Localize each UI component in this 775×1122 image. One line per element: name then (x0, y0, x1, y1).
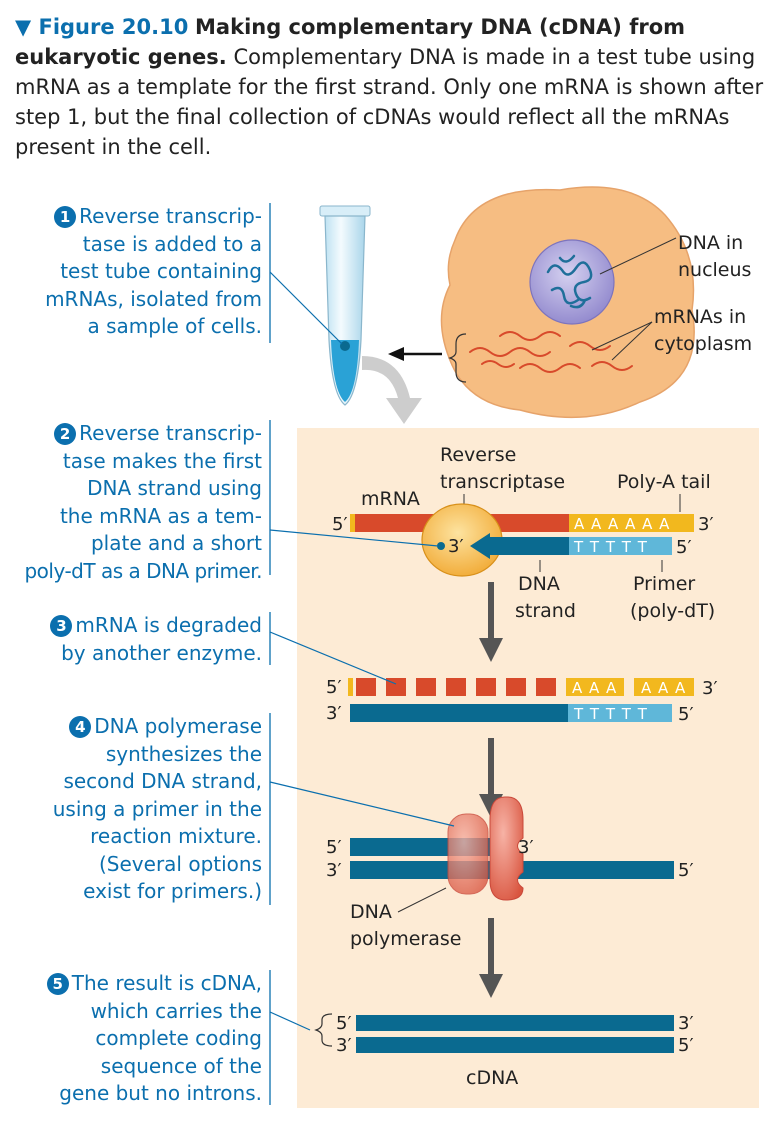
label-5prime-template-step4: 5′ (678, 860, 694, 881)
label-cytoplasm: cytoplasm (654, 333, 752, 355)
dna-strand-step3 (350, 704, 568, 722)
mrna-sample-dot (340, 341, 350, 351)
poly-a-seq-step3-2: A A A (641, 679, 686, 697)
cdna-bracket (314, 1013, 333, 1047)
left-arrow-icon (388, 347, 442, 361)
cdna-strand-bottom (356, 1037, 674, 1053)
step-2-number: 2 (54, 423, 77, 445)
poly-dt-step3 (568, 704, 672, 722)
label-3prime-step3: 3′ (702, 678, 718, 699)
cdna-strand-top (356, 1015, 674, 1031)
step-5-number: 5 (46, 973, 69, 995)
label-transcriptase: transcriptase (440, 471, 565, 493)
poly-dt-seq-step3: T T T T T (573, 705, 648, 723)
down-arrow-icon (479, 582, 503, 662)
dna-strand-step2 (488, 537, 569, 555)
label-mrnas-in: mRNAs in (654, 306, 746, 328)
label-poly-a-tail: Poly-A tail (617, 471, 711, 493)
step-connectors (269, 271, 455, 1031)
poly-dt-seq-step2: T T T T T (573, 538, 648, 556)
label-dna-polymerase-2: polymerase (350, 928, 461, 950)
label-3prime-mrna-step2: 3′ (698, 514, 714, 535)
cell-illustration (440, 186, 695, 419)
label-poly-dt: (poly-dT) (630, 600, 715, 622)
label-5prime-cdna: 5′ (336, 1013, 352, 1034)
figure-description: Complementary DNA is made in a test tube… (15, 45, 764, 159)
label-5prime-mrna-step2: 5′ (332, 514, 348, 535)
poly-a-seq-step3-1: A A A (572, 679, 617, 697)
poly-a-seq-step2: A A A A A A (574, 515, 670, 533)
label-dna-strand-1: DNA (518, 573, 560, 595)
poly-a-fragment-2 (634, 678, 694, 696)
label-3prime-new-strand: 3′ (518, 837, 534, 858)
label-dna-strand-2: strand (515, 600, 576, 622)
poly-a-fragment-1 (566, 678, 624, 696)
down-arrow-icon (479, 918, 503, 998)
label-dna-polymerase-1: DNA (350, 901, 392, 923)
mrnas-icon (469, 331, 633, 373)
step-1-number: 1 (54, 206, 77, 228)
step-4-number: 4 (69, 716, 92, 738)
label-5prime-new-strand: 5′ (326, 837, 342, 858)
step-3-number: 3 (50, 615, 73, 637)
cytoplasm-bracket (448, 333, 467, 383)
label-dna-in: DNA in (678, 232, 743, 254)
nucleus-icon (529, 239, 615, 325)
poly-a-tail-step2 (569, 514, 694, 532)
label-3prime-template-step4: 3′ (326, 860, 342, 881)
dna-polymerase-icon (447, 796, 524, 901)
figure-title: Making complementary DNA (cDNA) from euk… (15, 15, 686, 69)
label-nucleus: nucleus (678, 259, 751, 281)
label-3prime-cdna-top: 3′ (678, 1013, 694, 1034)
mrna-5prime-cap (350, 514, 355, 532)
label-primer: Primer (633, 573, 695, 595)
label-3prime-cdna: 3′ (336, 1035, 352, 1056)
label-5prime-step3: 5′ (326, 677, 342, 698)
label-mrna: mRNA (361, 488, 420, 510)
figure-caption: ▼ Figure 20.10 Making complementary DNA … (15, 12, 765, 162)
cell-leader-lines (591, 237, 677, 361)
figure-number: ▼ Figure 20.10 (15, 15, 189, 39)
label-reverse: Reverse (440, 444, 516, 466)
label-5prime-dna-step3: 5′ (678, 704, 694, 725)
label-5prime-dna-step2: 5′ (676, 537, 692, 558)
poly-dt-primer-step2 (569, 537, 672, 555)
synthesis-direction-arrow (470, 533, 490, 559)
test-tube-icon (319, 205, 371, 406)
label-3prime-dna-step2: 3′ (448, 536, 464, 557)
degraded-mrna-fragments (356, 678, 556, 696)
label-3prime-dna-step3: 3′ (326, 703, 342, 724)
nuclear-dna-icon (546, 254, 593, 309)
label-5prime-cdna-bottom: 5′ (678, 1035, 694, 1056)
curved-arrow-icon (362, 356, 422, 424)
label-cdna: cDNA (466, 1067, 518, 1089)
